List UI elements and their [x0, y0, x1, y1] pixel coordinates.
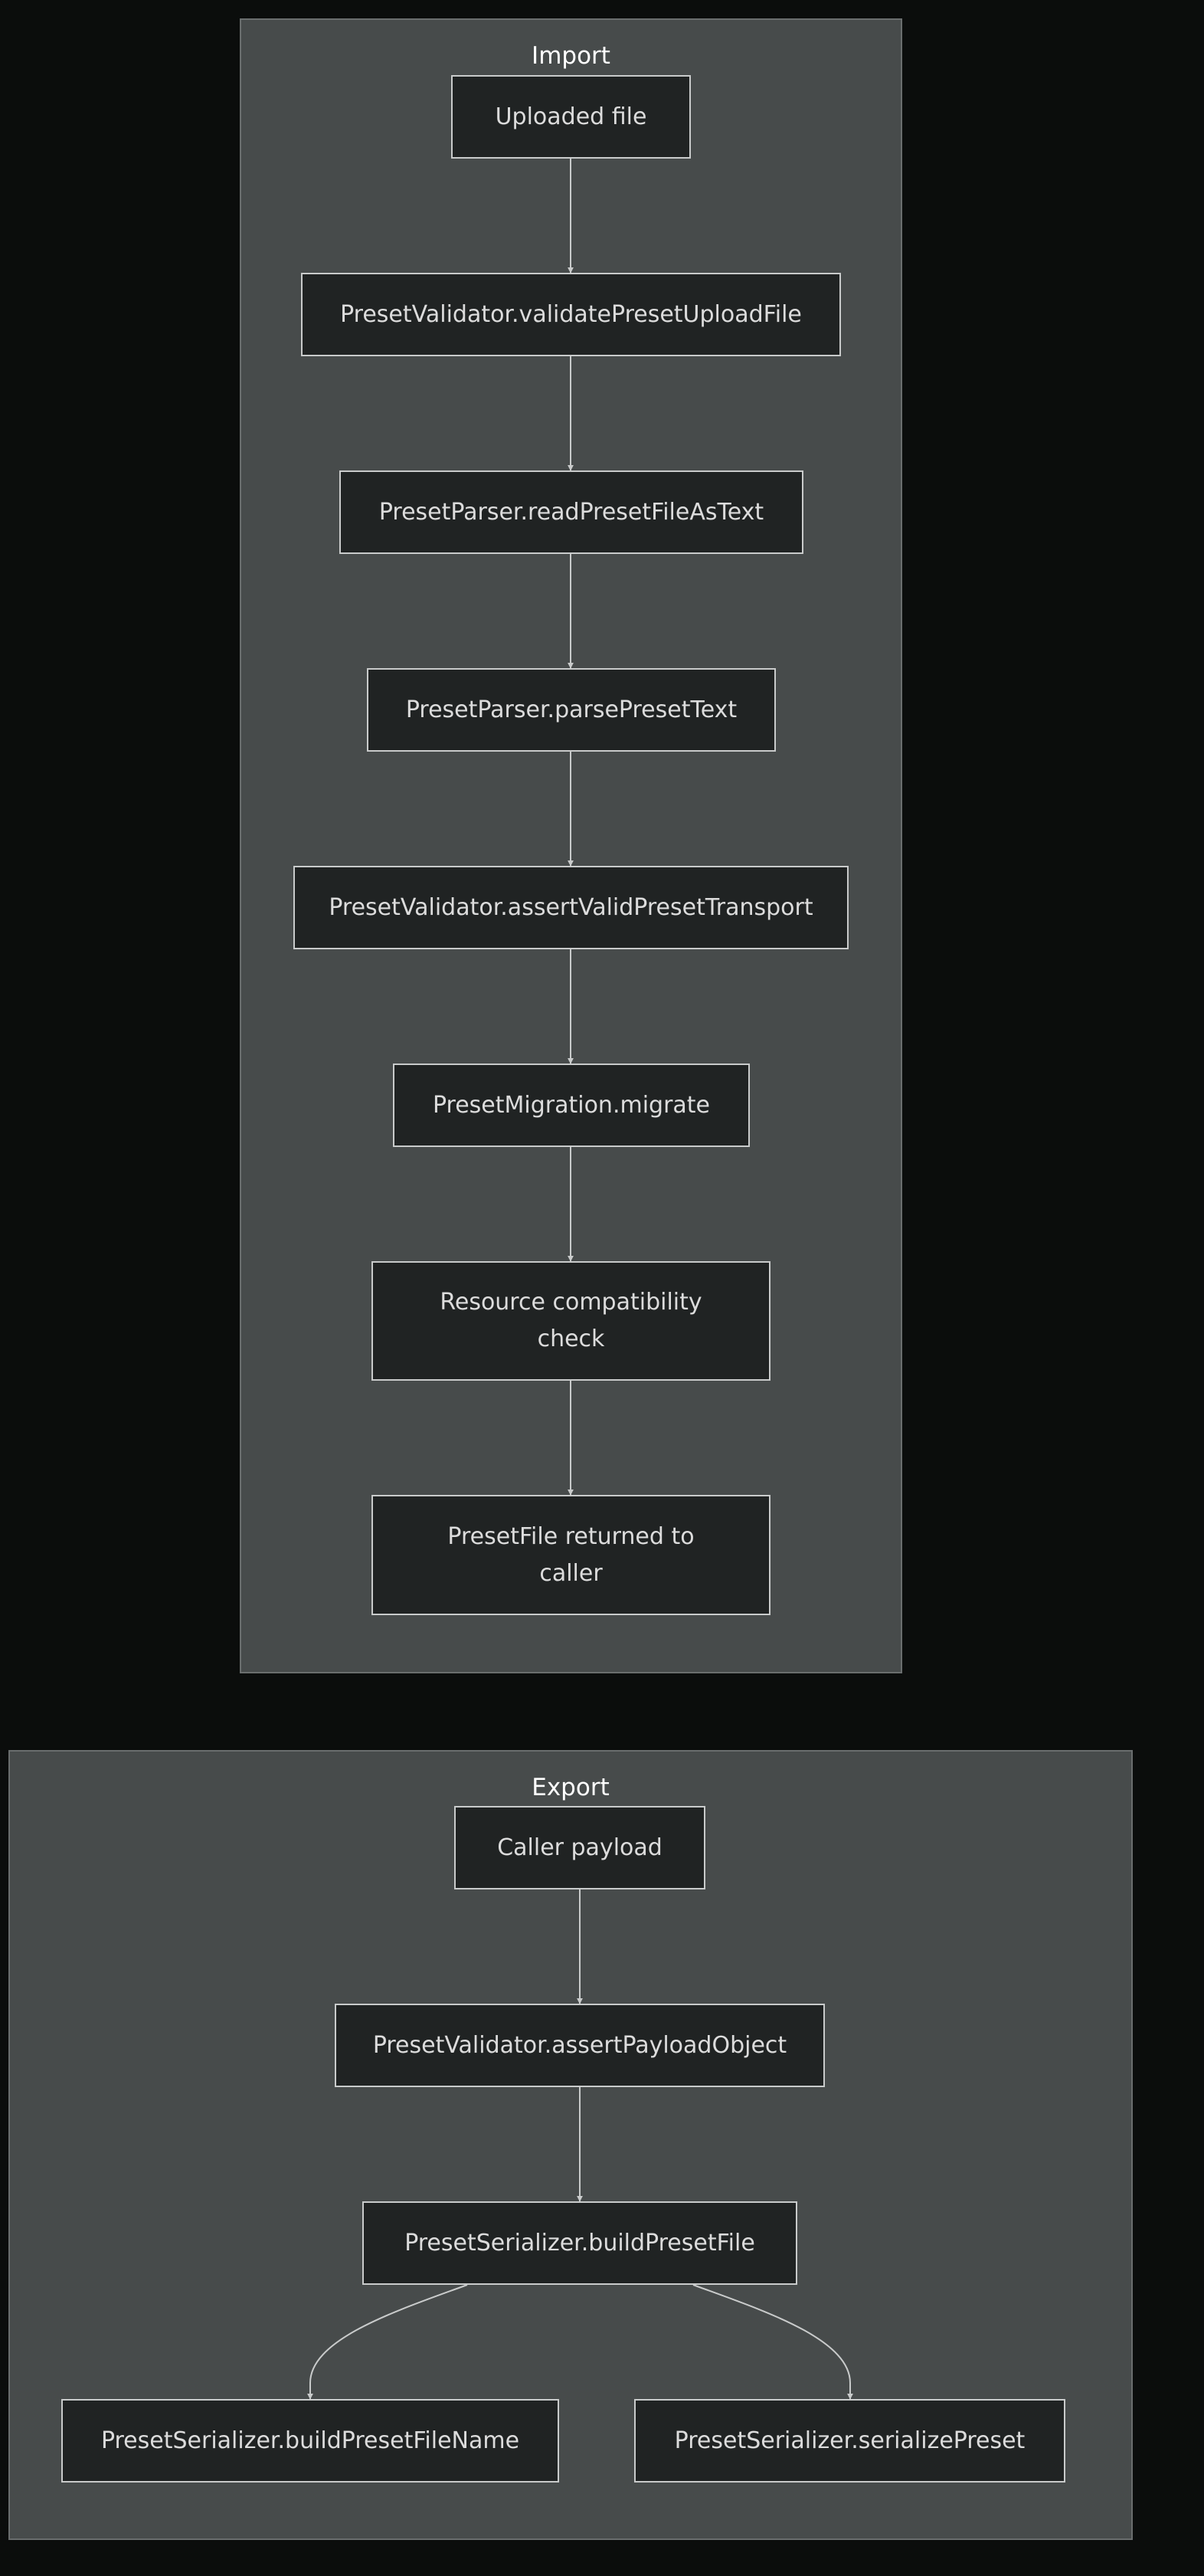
node-validate-preset-upload-file-label: PresetValidator.validatePresetUploadFile — [340, 300, 802, 328]
node-resource-compatibility-check: Resource compatibility check — [371, 1261, 770, 1381]
node-assert-payload-object-label: PresetValidator.assertPayloadObject — [372, 2031, 787, 2059]
node-caller-payload-label: Caller payload — [497, 1834, 663, 1861]
node-assert-valid-preset-transport: PresetValidator.assertValidPresetTranspo… — [293, 866, 849, 949]
import-cluster-title: Import — [532, 42, 610, 70]
edge-build-to-filename — [307, 2284, 468, 2400]
node-validate-preset-upload-file: PresetValidator.validatePresetUploadFile — [301, 273, 841, 356]
node-resource-compatibility-check-label: Resource compatibility check — [440, 1289, 702, 1352]
node-preset-migration-migrate: PresetMigration.migrate — [393, 1064, 750, 1147]
node-build-preset-file: PresetSerializer.buildPresetFile — [362, 2201, 797, 2285]
node-parse-preset-text-label: PresetParser.parsePresetText — [405, 696, 738, 723]
node-uploaded-file-label: Uploaded file — [495, 103, 647, 130]
node-caller-payload: Caller payload — [454, 1806, 705, 1889]
node-build-preset-file-label: PresetSerializer.buildPresetFile — [404, 2229, 755, 2256]
node-preset-file-returned: PresetFile returned to caller — [371, 1495, 770, 1615]
node-read-preset-file-as-text-label: PresetParser.readPresetFileAsText — [378, 498, 764, 526]
edge-build-to-serialize — [692, 2284, 853, 2400]
node-read-preset-file-as-text: PresetParser.readPresetFileAsText — [339, 470, 803, 554]
node-serialize-preset: PresetSerializer.serializePreset — [634, 2399, 1065, 2483]
node-assert-payload-object: PresetValidator.assertPayloadObject — [335, 2004, 825, 2087]
node-preset-migration-migrate-label: PresetMigration.migrate — [432, 1091, 711, 1119]
node-uploaded-file: Uploaded file — [451, 75, 691, 159]
node-build-preset-file-name-label: PresetSerializer.buildPresetFileName — [100, 2427, 520, 2454]
node-serialize-preset-label: PresetSerializer.serializePreset — [674, 2427, 1026, 2454]
node-assert-valid-preset-transport-label: PresetValidator.assertValidPresetTranspo… — [329, 893, 813, 921]
node-preset-file-returned-label: PresetFile returned to caller — [447, 1522, 695, 1587]
node-parse-preset-text: PresetParser.parsePresetText — [367, 668, 776, 752]
node-build-preset-file-name: PresetSerializer.buildPresetFileName — [61, 2399, 559, 2483]
export-cluster-title: Export — [532, 1774, 610, 1801]
